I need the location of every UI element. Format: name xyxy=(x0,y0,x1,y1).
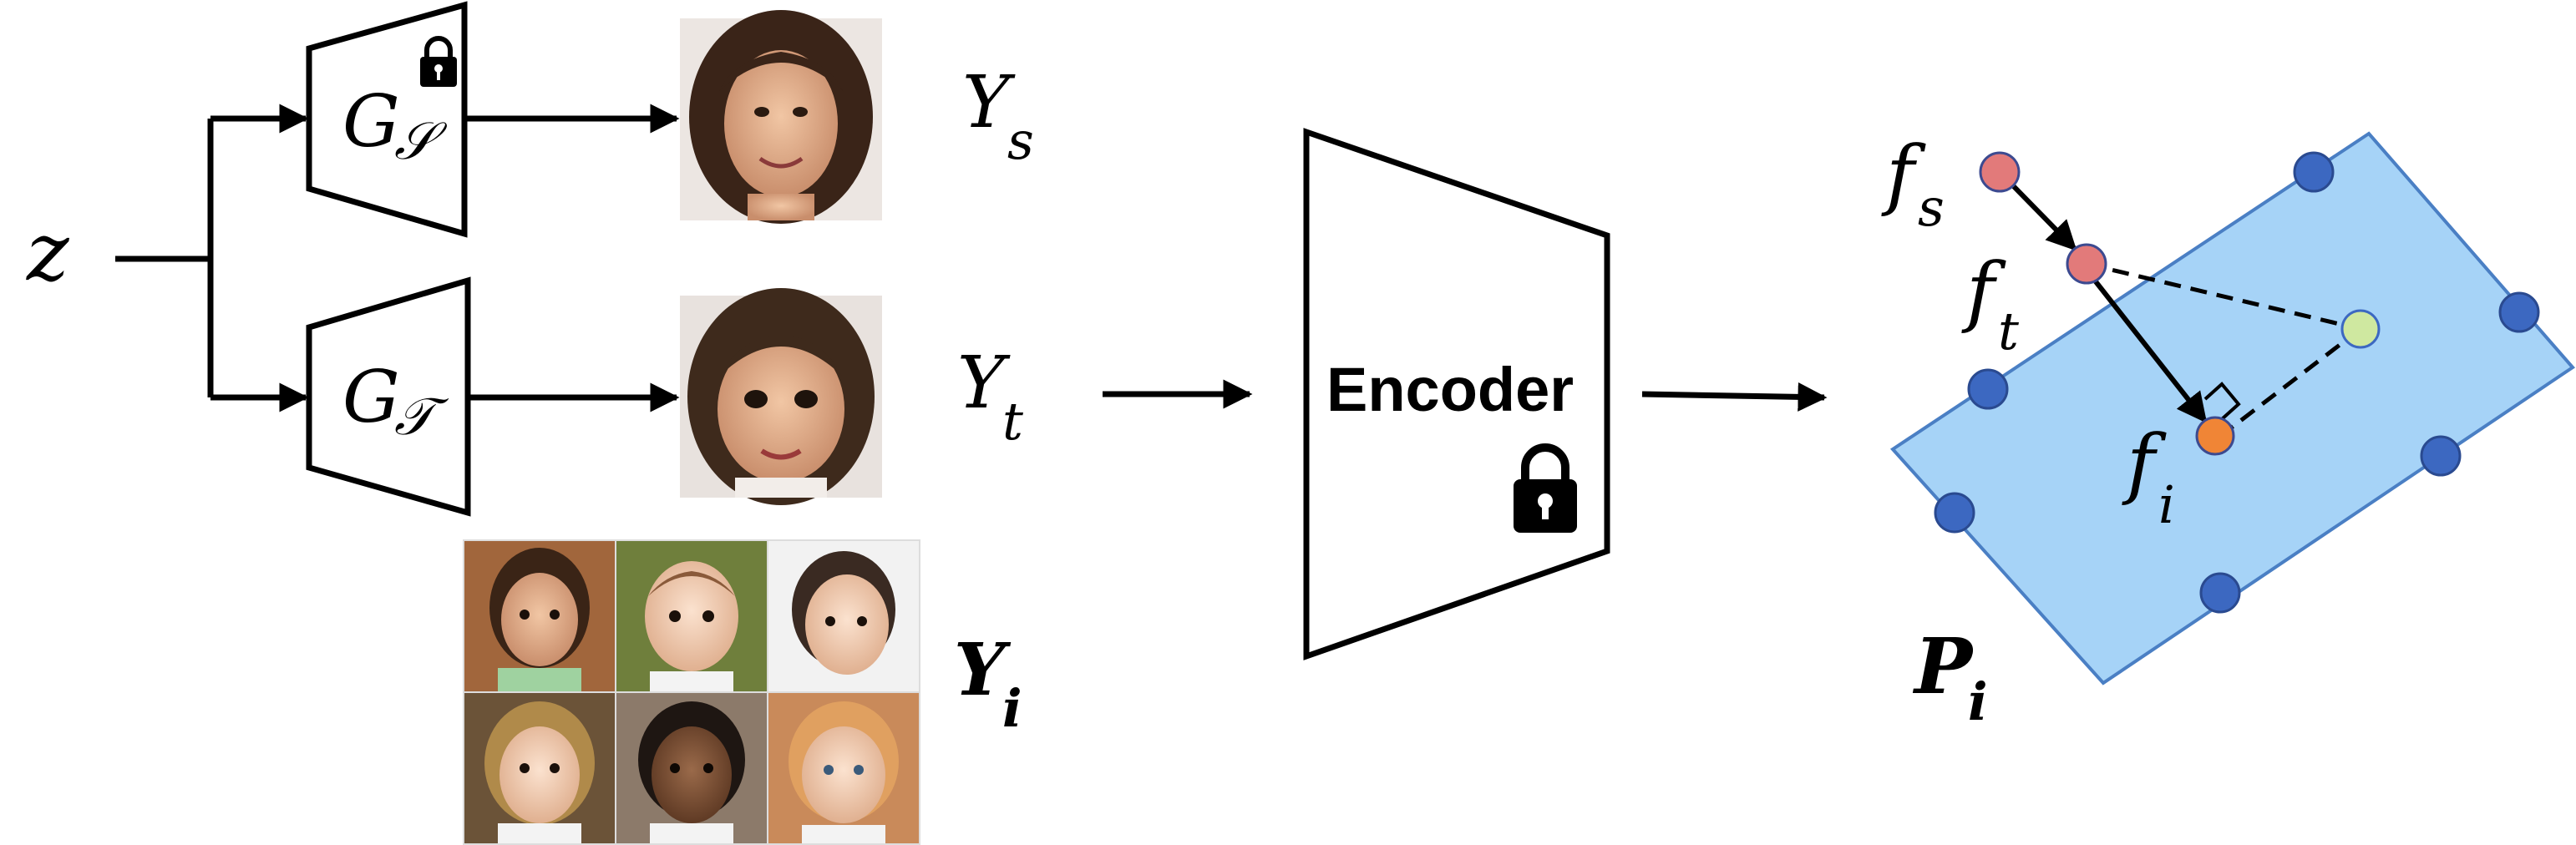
generator-target: G 𝒯 xyxy=(306,276,471,517)
feature-plane xyxy=(1889,131,2575,686)
grid-face-1 xyxy=(464,541,615,691)
input-z-label: z xyxy=(26,205,70,299)
encoder-block: Encoder xyxy=(1303,128,1610,660)
feature-point-ft xyxy=(2066,243,2107,285)
grid-face-4 xyxy=(464,693,615,843)
target-output-name: Y xyxy=(957,342,1011,425)
plane-point xyxy=(2498,291,2540,333)
encoder-label: Encoder xyxy=(1326,355,1574,424)
source-output-name: Y xyxy=(962,61,1016,144)
arrow-from-encoder xyxy=(1641,382,1828,412)
plane-name: P xyxy=(1912,621,1975,711)
plane-point xyxy=(2293,151,2335,193)
label-fs: f s xyxy=(1881,129,1945,238)
intermediate-output-sub: i xyxy=(1002,678,1022,739)
plane-points xyxy=(1934,151,2540,614)
grid-face-5 xyxy=(616,693,767,843)
lock-icon xyxy=(420,36,457,87)
branch-lines xyxy=(115,104,309,412)
plane-point xyxy=(1967,368,2009,410)
plane-point xyxy=(1934,492,1975,534)
label-ft: f t xyxy=(1961,246,2019,362)
grid-face-6 xyxy=(768,693,919,843)
fi-sub: i xyxy=(2158,474,2175,535)
grid-face-3 xyxy=(768,541,919,691)
target-output-sub: t xyxy=(1002,391,1023,452)
plane-point xyxy=(2420,435,2462,477)
lock-icon xyxy=(1514,443,1577,533)
label-target-output: Y t xyxy=(957,342,1023,452)
fs-sub: s xyxy=(1918,177,1945,238)
right-angle-marker xyxy=(2203,382,2241,421)
generator-source: G 𝒮 xyxy=(306,1,468,238)
plane-point xyxy=(2199,572,2241,614)
ft-sub: t xyxy=(1998,301,2019,362)
target-face-image xyxy=(680,288,882,505)
label-fi: f i xyxy=(2122,418,2175,535)
intermediate-faces-grid xyxy=(463,539,920,845)
feature-point-fs xyxy=(1979,151,2021,193)
intermediate-output-name: Y xyxy=(954,628,1012,712)
plane-sub: i xyxy=(1968,671,1988,732)
grid-face-2 xyxy=(616,541,767,691)
label-source-output: Y s xyxy=(962,61,1034,171)
source-face-image xyxy=(680,10,882,224)
arrow-ft-to-fi xyxy=(2092,279,2208,423)
label-plane: P i xyxy=(1912,621,1988,732)
projection-dashed-lines xyxy=(2086,261,2362,439)
generator-source-name: G xyxy=(342,80,400,164)
feature-point-projection xyxy=(2340,309,2381,349)
label-intermediate-output: Y i xyxy=(954,628,1022,739)
source-output-sub: s xyxy=(1007,110,1034,171)
generator-target-name: G xyxy=(342,356,400,439)
feature-point-fi xyxy=(2195,416,2235,456)
generator-output-arrows xyxy=(464,104,680,412)
